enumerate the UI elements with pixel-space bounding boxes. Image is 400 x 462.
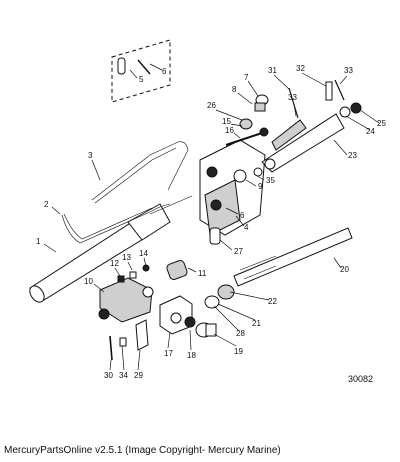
callout-7: 7 (244, 73, 249, 82)
callout-21: 21 (252, 319, 261, 328)
grease-fitting (254, 94, 269, 112)
callout-28: 28 (236, 329, 245, 338)
callout-14: 14 (139, 249, 148, 258)
small-hardware (117, 264, 150, 283)
callout-27: 27 (234, 247, 243, 256)
callout-1: 1 (36, 237, 41, 246)
callout-9: 9 (258, 182, 263, 191)
callout-32: 32 (296, 64, 305, 73)
hose-small (61, 203, 171, 244)
callout-24: 24 (366, 127, 375, 136)
callout-4: 4 (244, 223, 249, 232)
valve-body (98, 277, 154, 323)
copyright-footer: MercuryPartsOnline v2.5.1 (Image Copyrig… (4, 445, 281, 456)
callout-17: 17 (164, 349, 173, 358)
callout-30: 30 (104, 371, 113, 380)
callout-10: 10 (84, 277, 93, 286)
callout-16: 16 (225, 126, 234, 135)
diagram-code: 30082 (348, 374, 373, 384)
callout-15: 15 (222, 117, 231, 126)
spacer (119, 337, 127, 347)
coupler (166, 260, 188, 280)
callout-35: 35 (266, 176, 275, 185)
leader-lines (43, 63, 380, 371)
callout-6b: 6 (240, 211, 245, 220)
callout-34: 34 (119, 371, 128, 380)
exploded-parts-diagram: 1 2 3 4 5 6 6 7 8 9 10 11 12 13 14 15 16… (29, 39, 386, 384)
callout-23: 23 (348, 151, 357, 160)
callout-11: 11 (198, 269, 207, 278)
lever (135, 319, 149, 351)
hose-large (91, 141, 189, 204)
callout-2: 2 (44, 200, 49, 209)
clamp-block (159, 295, 193, 335)
callout-labels: 1 2 3 4 5 6 6 7 8 9 10 11 12 13 14 15 16… (36, 64, 386, 380)
callout-25: 25 (377, 119, 386, 128)
callout-29: 29 (134, 371, 143, 380)
callout-8: 8 (232, 85, 237, 94)
screw (109, 335, 113, 361)
callout-19: 19 (234, 347, 243, 356)
callout-18: 18 (187, 351, 196, 360)
nut-and-bolt (225, 118, 269, 146)
bracket-assembly (199, 139, 266, 236)
callout-26: 26 (207, 101, 216, 110)
end-bushing (195, 322, 217, 338)
callout-3: 3 (88, 151, 93, 160)
callout-13: 13 (122, 253, 131, 262)
steering-rod (233, 227, 353, 287)
callout-33b: 33 (288, 93, 297, 102)
callout-20: 20 (340, 265, 349, 274)
collar (184, 316, 196, 328)
seal (217, 284, 235, 300)
callout-33a: 33 (344, 66, 353, 75)
pins (288, 79, 345, 119)
inset-box (111, 39, 171, 103)
callout-31: 31 (268, 66, 277, 75)
link-arm (261, 113, 345, 173)
callout-22: 22 (268, 297, 277, 306)
washers (339, 102, 362, 118)
sleeve (209, 227, 221, 245)
o-ring (204, 295, 220, 309)
callout-6a: 6 (162, 67, 167, 76)
steering-tube (29, 195, 193, 303)
callout-5: 5 (139, 75, 144, 84)
callout-12: 12 (110, 259, 119, 268)
bushing (233, 167, 263, 183)
